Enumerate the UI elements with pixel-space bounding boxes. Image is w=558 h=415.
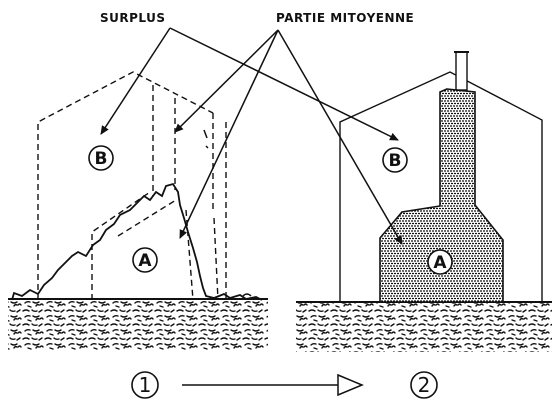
- left-ruined-wall: [11, 182, 263, 301]
- right-ground: [296, 302, 552, 352]
- left-zone-a-label: A: [138, 251, 152, 271]
- arrow-surplus-right: [169, 27, 399, 141]
- step-2-circle: [410, 371, 438, 399]
- chimney: [455, 51, 468, 91]
- left-dashed-outline: [37, 71, 227, 301]
- leader-arrows: [100, 27, 403, 245]
- step-2-label: 2: [418, 373, 431, 397]
- arrow-mitoyenne-left-upper: [174, 29, 279, 133]
- left-scene: B A: [8, 71, 268, 351]
- step-1-label: 1: [139, 373, 152, 397]
- left-zone-b-circle: [88, 145, 114, 171]
- right-zone-a: A: [427, 249, 453, 275]
- left-ruin-specks: [203, 129, 252, 297]
- left-zone-b-label: B: [95, 149, 108, 169]
- step-indicator: 1 2: [131, 371, 438, 399]
- left-zone-a-circle: [132, 247, 158, 273]
- left-zone-a: A: [132, 247, 158, 273]
- left-zone-b: B: [88, 145, 114, 171]
- arrow-surplus-left: [100, 27, 171, 135]
- arrow-mitoyenne-left-lower: [179, 29, 279, 239]
- right-building-outline: [339, 71, 543, 302]
- right-zone-b: B: [382, 147, 408, 173]
- step-arrow-head: [337, 373, 364, 397]
- left-ground: [8, 299, 268, 351]
- right-zone-b-circle: [382, 147, 408, 173]
- right-zone-a-label: A: [433, 253, 447, 273]
- right-zone-a-circle: [427, 249, 453, 275]
- surplus-label: SURPLUS: [100, 11, 166, 25]
- step-1-circle: [131, 371, 159, 399]
- right-scene: B A: [296, 51, 552, 352]
- arrow-mitoyenne-right: [277, 29, 403, 245]
- right-zone-b-label: B: [389, 151, 402, 171]
- party-wall-masonry: [379, 88, 504, 303]
- partie-mitoyenne-label: PARTIE MITOYENNE: [276, 11, 414, 25]
